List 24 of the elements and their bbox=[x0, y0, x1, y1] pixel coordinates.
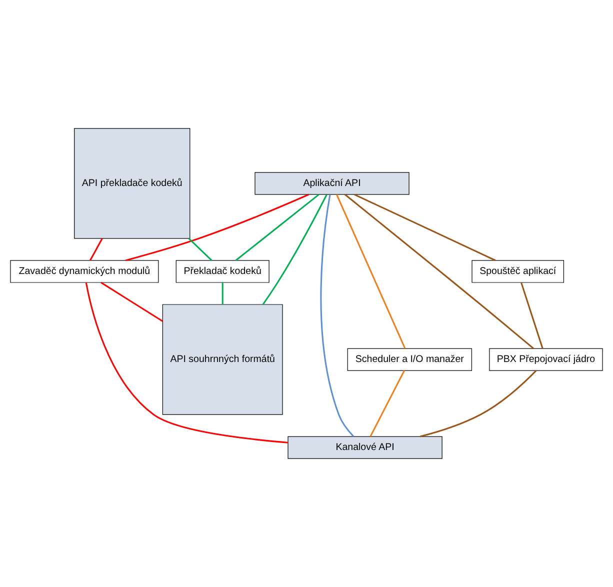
connector bbox=[320, 194, 354, 437]
connector bbox=[420, 370, 537, 438]
connector bbox=[222, 282, 224, 304]
node-box: PBX Přepojovací jádro bbox=[489, 348, 603, 371]
connector bbox=[85, 282, 288, 444]
connector bbox=[262, 194, 328, 305]
connector bbox=[188, 238, 212, 261]
connector bbox=[90, 238, 103, 261]
connector bbox=[235, 194, 320, 261]
node-box: API souhrnných formátů bbox=[162, 304, 283, 415]
connector bbox=[354, 194, 496, 262]
connector bbox=[125, 194, 310, 262]
node-box: Spouštěč aplikací bbox=[472, 260, 564, 283]
connector bbox=[370, 370, 405, 437]
connector bbox=[100, 282, 164, 322]
node-box: Aplikační API bbox=[254, 172, 410, 195]
node-box: Kanalové API bbox=[288, 436, 442, 459]
node-box: Scheduler a I/O manažer bbox=[347, 348, 472, 371]
node-box: Překladač kodeků bbox=[176, 260, 270, 283]
connector bbox=[344, 194, 534, 350]
node-box: Zavaděč dynamických modulů bbox=[10, 260, 159, 283]
connector bbox=[520, 282, 544, 349]
node-box: API překladače kodeků bbox=[74, 128, 190, 239]
connector bbox=[336, 194, 406, 349]
